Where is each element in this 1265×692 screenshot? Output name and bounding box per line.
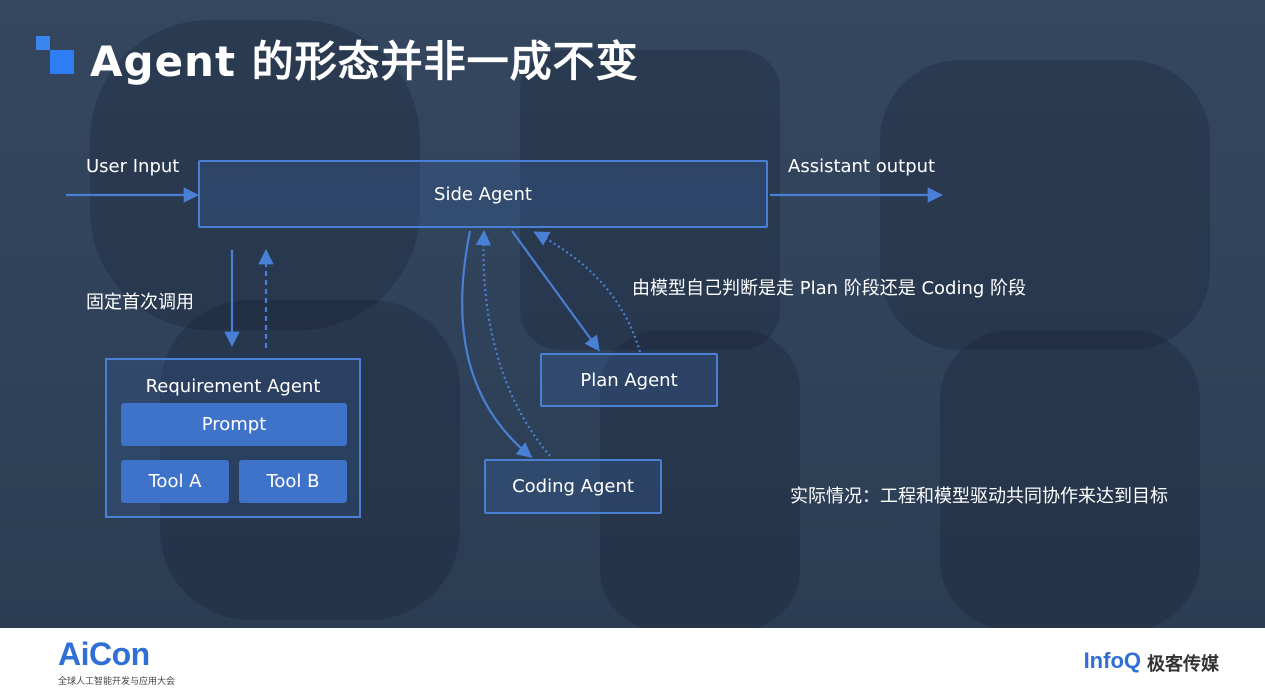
reality-label: 实际情况：工程和模型驱动共同协作来达到目标: [790, 486, 1168, 507]
prompt-chip: Prompt: [121, 403, 347, 446]
side-to-coding-arrow: [461, 230, 533, 458]
diagram-arrows: [66, 187, 944, 458]
model-judge-label: 由模型自己判断是走 Plan 阶段还是 Coding 阶段: [632, 278, 1027, 299]
slide: Agent 的形态并非一成不变 User Input Assistant out…: [0, 0, 1265, 628]
background-machine: [880, 60, 1210, 350]
plan-agent-node: Plan Agent: [540, 353, 718, 407]
coding-agent-node: Coding Agent: [484, 459, 662, 514]
slide-title: Agent 的形态并非一成不变: [90, 37, 639, 86]
user-input-label: User Input: [86, 156, 180, 177]
tool-a-chip: Tool A: [121, 460, 229, 503]
requirement-agent-title: Requirement Agent: [145, 376, 321, 397]
tool-b-chip: Tool B: [239, 460, 347, 503]
aicon-logo: AiCon: [58, 636, 150, 672]
aicon-subtitle: 全球人工智能开发与应用大会: [58, 677, 176, 687]
coding-to-side-arrow: [475, 229, 551, 457]
assistant-output-label: Assistant output: [788, 156, 936, 177]
background-machine: [940, 330, 1200, 628]
side-to-plan-arrow: [511, 230, 600, 352]
background-machine: [90, 20, 420, 330]
plan-to-side-arrow: [533, 231, 642, 353]
background-machine: [600, 330, 800, 628]
title-squares-icon: [36, 36, 76, 76]
infoq-logo: InfoQ: [1083, 648, 1141, 673]
side-agent-node: Side Agent: [198, 160, 768, 228]
geek-media-logo: 极客传媒: [1147, 654, 1219, 675]
requirement-agent-node: Requirement Agent Prompt Tool A Tool B: [105, 358, 361, 518]
fixed-call-label: 固定首次调用: [86, 292, 194, 313]
footer: AiCon 全球人工智能开发与应用大会 InfoQ 极客传媒: [0, 628, 1265, 692]
